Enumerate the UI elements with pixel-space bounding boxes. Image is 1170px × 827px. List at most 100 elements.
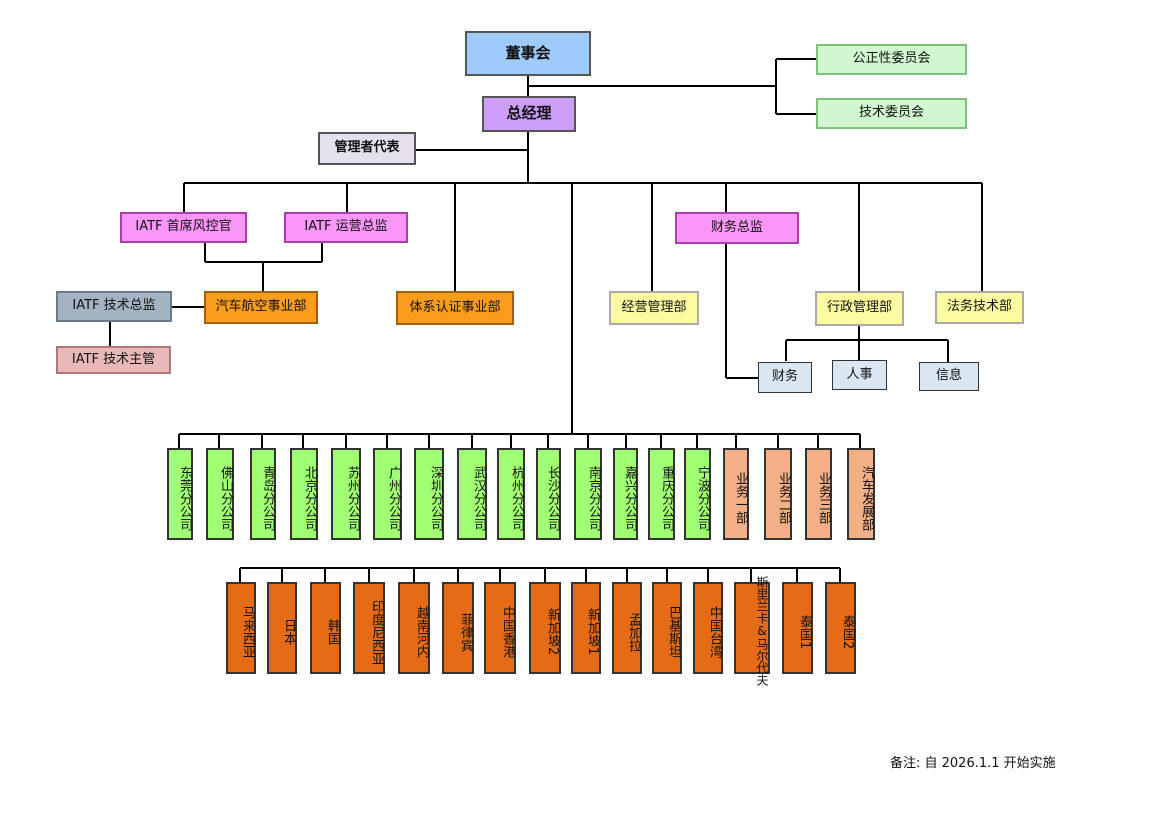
branch-label: 重庆分公司 <box>659 465 674 531</box>
management-rep-label: 管理者代表 <box>334 140 400 156</box>
overseas-label: 巴基斯坦 <box>666 606 681 658</box>
branch-label: 佛山分公司 <box>218 465 233 531</box>
iatf-risk-officer-node: IATF 首席风控官 <box>120 212 247 243</box>
iatf-risk-officer-label: IATF 首席风控官 <box>135 219 232 235</box>
board-node: 董事会 <box>465 31 591 76</box>
management-rep-node: 管理者代表 <box>318 132 416 165</box>
business-dept-label: 业务二部 <box>776 472 791 524</box>
branch-nanjing: 南京分公司 <box>574 448 602 540</box>
legal-tech-dept-label: 法务技术部 <box>946 299 1012 315</box>
business-mgmt-dept-node: 经营管理部 <box>609 291 699 325</box>
overseas-srilanka-maldives: 斯里兰卡&马尔代夫 <box>734 576 770 686</box>
overseas-label: 孟加拉 <box>626 612 641 652</box>
legal-tech-dept-node: 法务技术部 <box>935 291 1024 324</box>
branch-beijing: 北京分公司 <box>290 448 318 540</box>
system-cert-division-node: 体系认证事业部 <box>396 291 514 325</box>
business-dept-label: 业务一部 <box>733 472 748 524</box>
iatf-tech-supervisor-label: IATF 技术主管 <box>71 351 156 367</box>
hr-label: 人事 <box>846 366 873 382</box>
overseas-label: 泰国 <box>840 614 855 641</box>
overseas-label: 泰国 <box>797 614 812 641</box>
overseas-label: 斯里兰卡&马尔代夫 <box>755 575 769 686</box>
footnote: 备注: 自 2026.1.1 开始实施 <box>890 756 1056 771</box>
branch-wuhan: 武汉分公司 <box>457 448 487 540</box>
overseas-suffix: 2 <box>545 647 560 656</box>
system-cert-division-label: 体系认证事业部 <box>409 299 501 315</box>
branch-foshan: 佛山分公司 <box>206 448 234 540</box>
overseas-suffix: 1 <box>585 647 600 656</box>
admin-mgmt-dept-node: 行政管理部 <box>815 291 904 326</box>
overseas-vietnam-hanoi: 越南河内 <box>398 582 430 674</box>
overseas-label: 中国香港 <box>500 606 515 658</box>
overseas-label: 中国台湾 <box>707 606 722 658</box>
general-manager-node: 总经理 <box>482 96 576 132</box>
branch-jiaxing: 嘉兴分公司 <box>613 448 638 540</box>
auto-aero-division-label: 汽车航空事业部 <box>215 299 307 315</box>
iatf-tech-supervisor-node: IATF 技术主管 <box>56 346 171 374</box>
auto-development-dept: 汽车发展部 <box>847 448 875 540</box>
overseas-taiwan: 中国台湾 <box>693 582 723 674</box>
branch-label: 北京分公司 <box>302 465 317 531</box>
branch-label: 深圳分公司 <box>428 465 443 531</box>
branch-label: 宁波分公司 <box>695 465 710 531</box>
branch-dongguan: 东莞分公司 <box>167 448 193 540</box>
auto-aero-division-node: 汽车航空事业部 <box>204 291 318 324</box>
business-mgmt-dept-label: 经营管理部 <box>621 299 687 315</box>
info-node: 信息 <box>919 362 979 391</box>
general-manager-label: 总经理 <box>506 104 552 123</box>
admin-mgmt-dept-label: 行政管理部 <box>826 300 892 316</box>
iatf-ops-director-node: IATF 运营总监 <box>284 212 408 243</box>
overseas-pakistan: 巴基斯坦 <box>652 582 682 674</box>
overseas-label: 韩国 <box>325 619 340 645</box>
business-dept-3: 业务三部 <box>805 448 832 540</box>
overseas-japan: 日本 <box>267 582 297 674</box>
branch-label: 长沙分公司 <box>545 465 560 531</box>
fairness-committee-node: 公正性委员会 <box>816 44 967 75</box>
tech-committee-node: 技术委员会 <box>816 98 967 129</box>
iatf-tech-director-label: IATF 技术总监 <box>72 298 156 314</box>
branch-label: 嘉兴分公司 <box>622 465 637 531</box>
business-dept-label: 汽车发展部 <box>859 465 874 531</box>
business-dept-2: 业务二部 <box>764 448 792 540</box>
overseas-label: 马来西亚 <box>240 606 255 658</box>
branch-shenzhen: 深圳分公司 <box>414 448 444 540</box>
info-label: 信息 <box>935 368 962 384</box>
branch-guangzhou: 广州分公司 <box>373 448 402 540</box>
overseas-bangladesh: 孟加拉 <box>612 582 642 674</box>
overseas-label: 菲律宾 <box>458 612 473 652</box>
overseas-malaysia: 马来西亚 <box>226 582 256 674</box>
overseas-label: 新加坡 <box>585 608 600 648</box>
overseas-philippines: 菲律宾 <box>442 582 474 674</box>
branch-hangzhou: 杭州分公司 <box>497 448 525 540</box>
overseas-korea: 韩国 <box>310 582 341 674</box>
overseas-label: 新加坡 <box>545 608 560 648</box>
overseas-hong-kong: 中国香港 <box>484 582 516 674</box>
finance-label: 财务 <box>771 369 798 385</box>
finance-node: 财务 <box>758 362 812 393</box>
branch-label: 南京分公司 <box>586 465 601 531</box>
iatf-tech-director-node: IATF 技术总监 <box>56 291 172 322</box>
finance-director-node: 财务总监 <box>675 212 799 244</box>
branch-label: 苏州分公司 <box>345 465 360 531</box>
fairness-committee-label: 公正性委员会 <box>852 51 931 67</box>
branch-label: 广州分公司 <box>386 465 401 531</box>
iatf-ops-director-label: IATF 运营总监 <box>304 219 388 235</box>
branch-ningbo: 宁波分公司 <box>684 448 711 540</box>
tech-committee-label: 技术委员会 <box>858 105 924 121</box>
branch-qingdao: 青岛分公司 <box>250 448 276 540</box>
branch-label: 东莞分公司 <box>177 465 192 531</box>
branch-label: 杭州分公司 <box>509 465 524 531</box>
branch-suzhou: 苏州分公司 <box>331 448 361 540</box>
finance-director-label: 财务总监 <box>710 219 763 235</box>
overseas-label: 越南河内 <box>414 606 429 658</box>
hr-node: 人事 <box>832 360 887 390</box>
overseas-suffix: 2 <box>840 640 855 650</box>
branch-label: 青岛分公司 <box>260 465 275 531</box>
branch-label: 武汉分公司 <box>471 465 486 531</box>
overseas-suffix: 1 <box>797 640 812 650</box>
